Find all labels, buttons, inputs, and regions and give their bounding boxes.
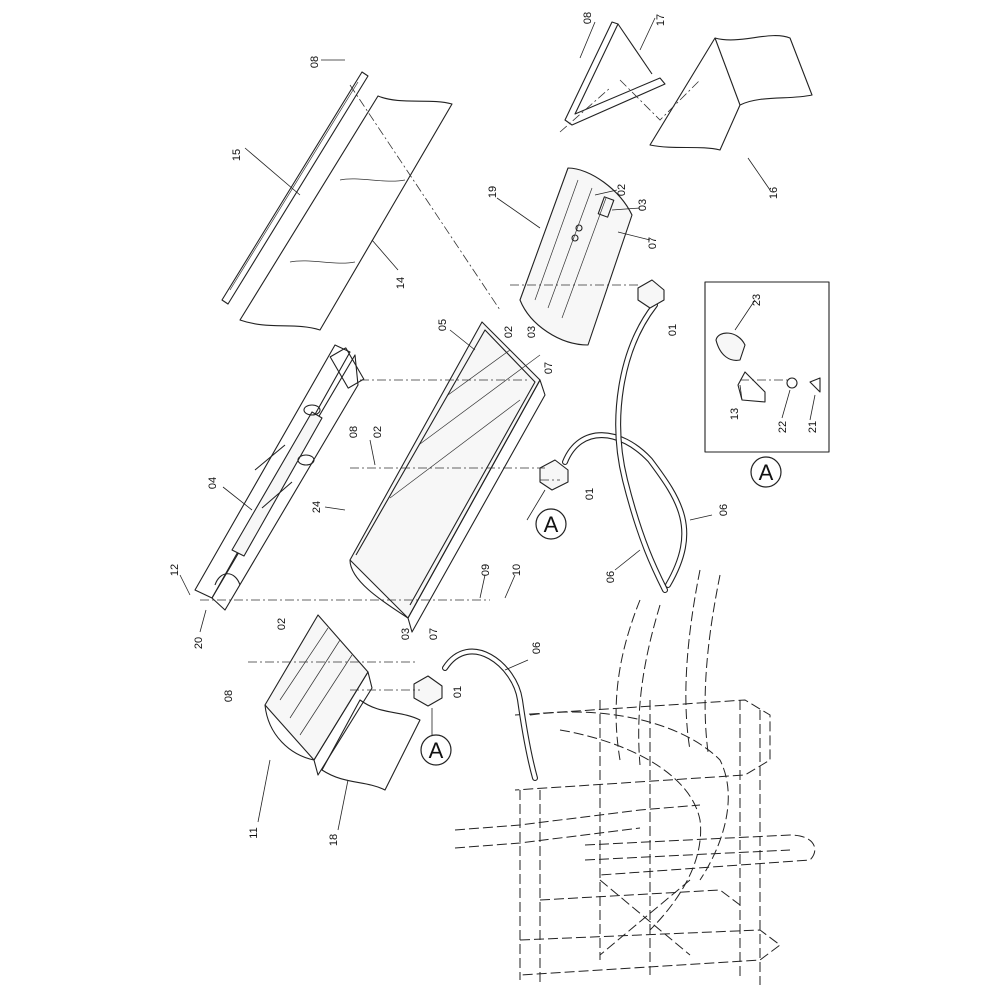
chassis-frame — [454, 569, 816, 985]
callout-08: 08 — [223, 690, 235, 702]
hoses — [442, 302, 688, 781]
detail-label-a3: A — [429, 738, 444, 763]
callout-06: 06 — [605, 571, 617, 583]
callout-21: 21 — [807, 421, 819, 433]
callout-08: 08 — [582, 12, 594, 24]
callout-03: 03 — [400, 628, 412, 640]
callout-24: 24 — [311, 501, 323, 513]
detail-label-a1: A — [544, 512, 559, 537]
callout-05: 05 — [437, 319, 449, 331]
callout-01: 01 — [584, 488, 596, 500]
callout-22: 22 — [777, 421, 789, 433]
callout-12: 12 — [169, 564, 181, 576]
part-11-lower-tray — [264, 614, 373, 776]
part-14-sheet — [239, 95, 453, 331]
detail-label-a2: A — [759, 460, 774, 485]
valve-brackets — [413, 279, 665, 707]
callout-02: 02 — [616, 184, 628, 196]
leader-lines — [179, 17, 816, 831]
part-05-tray — [349, 321, 546, 633]
callout-23: 23 — [751, 294, 763, 306]
callout-06: 06 — [718, 504, 730, 516]
callout-13: 13 — [729, 408, 741, 420]
part-15-strip — [221, 71, 369, 305]
part-16-sheet — [649, 35, 813, 151]
callout-02: 02 — [503, 326, 515, 338]
part-04-support-arm — [194, 344, 365, 611]
callout-15: 15 — [231, 149, 243, 161]
callout-10: 10 — [511, 564, 523, 576]
callout-07: 07 — [543, 362, 555, 374]
callout-19: 19 — [487, 186, 499, 198]
callout-03: 03 — [637, 199, 649, 211]
callout-09: 09 — [480, 564, 492, 576]
detail-reference-a1: A — [535, 508, 567, 540]
callout-01: 01 — [667, 324, 679, 336]
callout-03: 03 — [526, 326, 538, 338]
callout-07: 07 — [647, 237, 659, 249]
callout-01: 01 — [452, 686, 464, 698]
part-callouts: 08 15 14 05 04 19 02 03 07 08 17 16 01 2… — [169, 12, 819, 846]
callout-07: 07 — [428, 628, 440, 640]
part-18-sheet — [321, 699, 421, 791]
detail-reference-a2: A — [750, 456, 782, 488]
callout-02: 02 — [276, 618, 288, 630]
callout-04: 04 — [207, 477, 219, 489]
callout-20: 20 — [193, 637, 205, 649]
part-17-frame — [564, 21, 666, 126]
part-19-cover — [519, 167, 633, 346]
callout-17: 17 — [655, 14, 667, 26]
alignment-lines — [200, 79, 790, 691]
callout-16: 16 — [768, 187, 780, 199]
callout-08: 08 — [348, 426, 360, 438]
callout-08: 08 — [309, 56, 321, 68]
callout-02: 02 — [372, 426, 384, 438]
callout-18: 18 — [328, 834, 340, 846]
callout-14: 14 — [395, 277, 407, 289]
callout-11: 11 — [248, 827, 260, 838]
detail-reference-a3: A — [420, 734, 452, 766]
callout-06: 06 — [531, 642, 543, 654]
